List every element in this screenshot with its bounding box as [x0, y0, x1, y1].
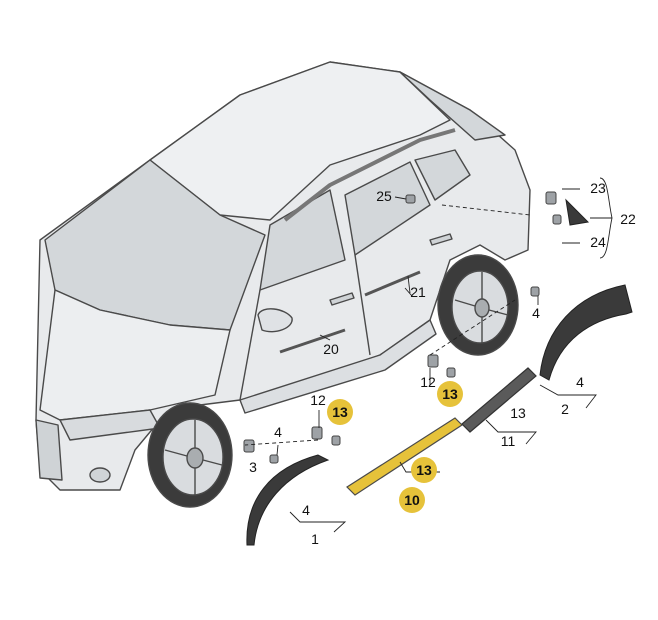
callout-labels: 1 2 3 4 4 4 4 10 11 12 12 13 13 13 13 20… — [249, 180, 636, 547]
callout-22: 22 — [620, 211, 636, 227]
callout-4-rear-arch: 4 — [576, 374, 584, 390]
rear-door-handle — [429, 233, 453, 246]
sill-trim-10 — [346, 417, 463, 496]
callout-20: 20 — [323, 341, 339, 357]
triangle-trim-22 — [565, 198, 590, 226]
rear-door-window — [344, 161, 431, 256]
callout-21: 21 — [410, 284, 426, 300]
side-mirror — [257, 308, 293, 333]
callout-13-rear: 13 — [442, 386, 458, 402]
callout-4-front-arch: 4 — [302, 502, 310, 518]
clip-4a — [269, 454, 279, 464]
clip-13a — [331, 435, 341, 446]
car-illustration — [35, 61, 531, 491]
callout-1: 1 — [311, 531, 319, 547]
front-wheel — [147, 402, 233, 508]
front-wheel-arch-trim — [246, 454, 330, 546]
sill — [239, 319, 437, 414]
door-trim-front — [279, 328, 346, 354]
callout-23: 23 — [590, 180, 606, 196]
rear-window — [399, 71, 506, 141]
rear-wheel-arch-trim — [539, 284, 633, 381]
callout-11: 11 — [501, 433, 516, 449]
clip-25 — [405, 194, 416, 204]
clip-24 — [552, 214, 562, 225]
clip-23 — [545, 191, 557, 205]
highlight-markers — [327, 381, 463, 513]
callout-13-front: 13 — [332, 404, 348, 420]
leader-lines — [244, 177, 613, 533]
dashed-guide — [244, 204, 531, 446]
callout-24: 24 — [590, 234, 606, 250]
car-roof — [149, 61, 451, 221]
callout-13-trim11: 13 — [510, 405, 526, 421]
fasteners — [243, 191, 562, 464]
fog-light — [89, 467, 111, 483]
rear-wheel — [437, 254, 519, 356]
callout-3: 3 — [249, 459, 257, 475]
callout-10: 10 — [404, 492, 420, 508]
callout-13-trim10: 13 — [416, 462, 432, 478]
clip-4b — [530, 286, 540, 297]
door-trim-rear — [364, 270, 421, 297]
grille — [35, 419, 63, 481]
rear-door-line — [354, 254, 371, 356]
callout-4-rear-clip: 4 — [532, 305, 540, 321]
quarter-window — [414, 149, 471, 201]
front-door-line — [239, 289, 261, 401]
callout-12-front: 12 — [310, 392, 326, 408]
sill-trim-11 — [461, 367, 537, 433]
clip-12b — [427, 354, 439, 368]
callout-12-rear: 12 — [420, 374, 436, 390]
callout-4-front-clip: 4 — [274, 424, 282, 440]
clip-13b — [446, 367, 456, 378]
clip-3 — [243, 439, 255, 453]
callout-2: 2 — [561, 401, 569, 417]
clip-12a — [311, 426, 323, 440]
roof-rail — [283, 128, 456, 222]
callout-25: 25 — [376, 188, 392, 204]
front-door-handle — [329, 292, 355, 306]
